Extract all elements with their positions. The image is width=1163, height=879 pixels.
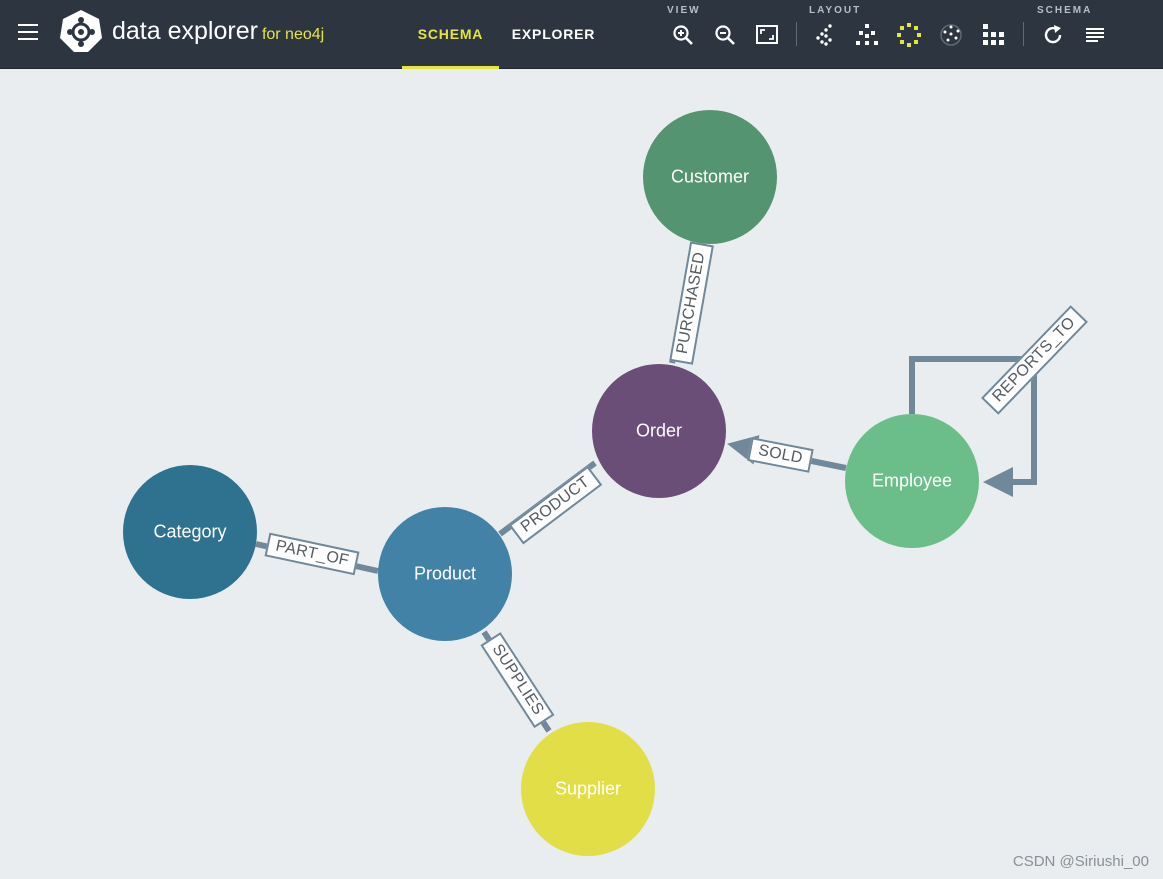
brand-suffix: for neo4j bbox=[261, 26, 325, 43]
brand-name: data explorer bbox=[112, 17, 258, 45]
refresh-icon[interactable] bbox=[1040, 22, 1066, 48]
node-supplier[interactable] bbox=[521, 722, 655, 856]
list-icon[interactable] bbox=[1082, 22, 1108, 48]
node-product[interactable] bbox=[378, 507, 512, 641]
graph-canvas[interactable]: Customer Order Employee Category Product… bbox=[0, 69, 1163, 879]
node-order[interactable] bbox=[592, 364, 726, 498]
logo-icon bbox=[60, 10, 102, 52]
menu-icon[interactable] bbox=[18, 24, 38, 40]
node-employee[interactable] bbox=[845, 414, 979, 548]
layout-group-label: LAYOUT bbox=[809, 5, 862, 16]
tab-schema[interactable]: SCHEMA bbox=[402, 0, 499, 69]
zoom-in-icon[interactable] bbox=[670, 22, 696, 48]
tab-explorer[interactable]: EXPLORER bbox=[511, 26, 596, 42]
concentric-layout-icon[interactable] bbox=[938, 22, 964, 48]
toolbar-separator bbox=[796, 22, 797, 46]
hierarchy-layout-icon[interactable] bbox=[854, 22, 880, 48]
toolbar-separator bbox=[1023, 22, 1024, 46]
node-customer[interactable] bbox=[643, 110, 777, 244]
fit-screen-icon[interactable] bbox=[754, 22, 780, 48]
circle-layout-icon[interactable] bbox=[896, 22, 922, 48]
zoom-out-icon[interactable] bbox=[712, 22, 738, 48]
schema-group-label: SCHEMA bbox=[1037, 5, 1093, 16]
watermark: CSDN @Siriushi_00 bbox=[1012, 853, 1149, 870]
force-layout-icon[interactable] bbox=[812, 22, 838, 48]
view-group-label: VIEW bbox=[667, 5, 701, 16]
grid-layout-icon[interactable] bbox=[980, 22, 1006, 48]
node-category[interactable] bbox=[123, 465, 257, 599]
